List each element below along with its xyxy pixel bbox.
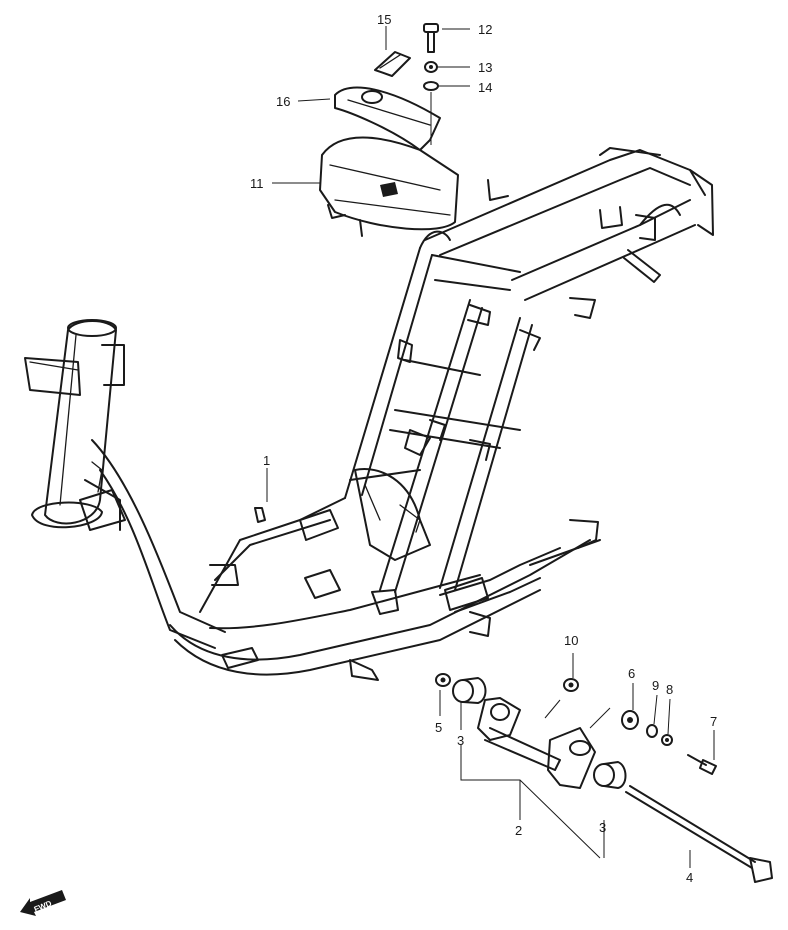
nut-5 (435, 673, 451, 687)
callout-2: 2 (515, 823, 522, 838)
callout-9: 9 (652, 678, 659, 693)
callout-3a: 3 (457, 733, 464, 748)
nut-10 (563, 678, 579, 692)
callout-6: 6 (628, 666, 635, 681)
callout-15: 15 (377, 12, 391, 27)
callout-14: 14 (478, 80, 492, 95)
tray-cover (334, 86, 441, 151)
main-frame (24, 147, 714, 681)
battery-tray (319, 136, 459, 237)
callout-12: 12 (478, 22, 492, 37)
bolt-12 (423, 23, 439, 53)
callout-11: 11 (250, 176, 264, 191)
washer-9 (646, 724, 658, 738)
callout-8: 8 (666, 682, 673, 697)
callout-4: 4 (686, 870, 693, 885)
bolt-1 (254, 507, 266, 523)
nut-8 (661, 734, 673, 746)
nut-13 (424, 61, 438, 73)
fwd-arrow-icon: FWD (20, 890, 66, 916)
bolt-7 (687, 754, 717, 775)
spacer-6 (621, 710, 639, 730)
callout-labels: 15 12 13 14 16 11 1 10 6 9 8 7 5 3 2 3 4 (250, 12, 717, 885)
callout-1: 1 (263, 453, 270, 468)
callout-3b: 3 (599, 820, 606, 835)
callout-7: 7 (710, 714, 717, 729)
shaft-4 (625, 785, 773, 883)
callout-16: 16 (276, 94, 290, 109)
leader-lines (266, 26, 715, 868)
clip (374, 51, 411, 77)
bush-3a (452, 677, 487, 704)
callout-13: 13 (478, 60, 492, 75)
washer-14 (423, 81, 439, 91)
center-stand (477, 697, 596, 789)
callout-5: 5 (435, 720, 442, 735)
callout-10: 10 (564, 633, 578, 648)
bush-3b (593, 761, 627, 789)
